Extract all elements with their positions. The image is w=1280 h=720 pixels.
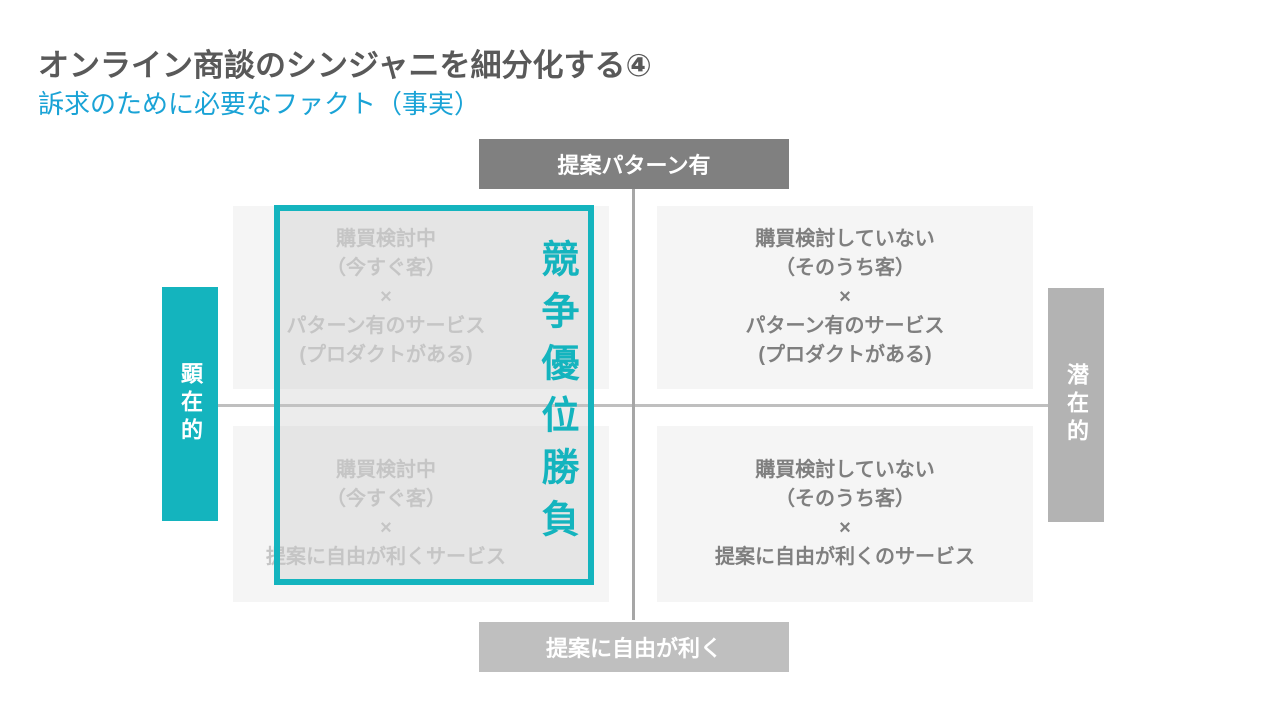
quadrant-line: 提案に自由が利くサービス xyxy=(266,546,506,568)
quadrant-top-left: 購買検討中 （今すぐ客） × パターン有のサービス (プロダクトがある) xyxy=(233,206,609,389)
quadrant-line: (プロダクトがある) xyxy=(758,344,932,366)
quadrant-line: パターン有のサービス xyxy=(286,315,486,337)
axis-label-right: 潜在的 xyxy=(1048,288,1104,522)
quadrant-line: 購買検討していない xyxy=(755,459,935,481)
slide-title: オンライン商談のシンジャニを細分化する④ xyxy=(38,48,652,83)
slide-subtitle: 訴求のために必要なファクト（事実） xyxy=(38,89,481,119)
quadrant-line: 提案に自由が利くのサービス xyxy=(715,546,975,568)
quadrant-line: パターン有のサービス xyxy=(745,315,945,337)
quadrant-line: （そのうち客） xyxy=(775,488,915,510)
quadrant-line: × xyxy=(380,286,392,308)
quadrant-line: 購買検討していない xyxy=(755,228,935,250)
quadrant-line: (プロダクトがある) xyxy=(299,344,473,366)
quadrant-top-right: 購買検討していない （そのうち客） × パターン有のサービス (プロダクトがある… xyxy=(657,206,1033,389)
axis-label-bottom: 提案に自由が利く xyxy=(479,622,789,672)
axis-label-left: 顕在的 xyxy=(162,287,218,521)
highlight-label: 競争優位勝負 xyxy=(535,239,577,551)
quadrant-line: × xyxy=(839,286,851,308)
quadrant-line: 購買検討中 xyxy=(336,459,436,481)
quadrant-line: （そのうち客） xyxy=(775,257,915,279)
vertical-axis-line xyxy=(632,188,635,620)
quadrant-line: 購買検討中 xyxy=(336,228,436,250)
quadrant-bottom-right: 購買検討していない （そのうち客） × 提案に自由が利くのサービス xyxy=(657,426,1033,602)
quadrant-bottom-left: 購買検討中 （今すぐ客） × 提案に自由が利くサービス xyxy=(233,426,609,602)
quadrant-line: （今すぐ客） xyxy=(326,488,446,510)
competitive-advantage-highlight: 競争優位勝負 xyxy=(274,205,594,585)
quadrant-line: × xyxy=(839,517,851,539)
axis-label-top: 提案パターン有 xyxy=(479,139,789,189)
quadrant-line: （今すぐ客） xyxy=(326,257,446,279)
quadrant-line: × xyxy=(380,517,392,539)
